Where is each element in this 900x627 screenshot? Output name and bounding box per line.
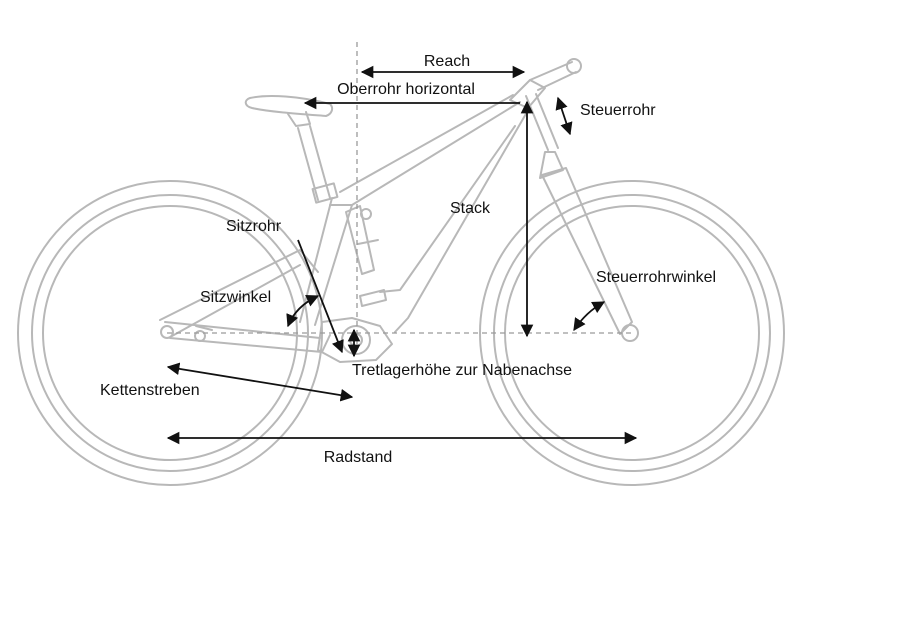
- label-reach: Reach: [424, 53, 470, 70]
- label-wheelbase: Radstand: [324, 449, 393, 466]
- labels: Reach Oberrohr horizontal Steuerrohr Sta…: [100, 53, 716, 466]
- label-head-angle: Steuerrohrwinkel: [596, 269, 716, 286]
- front-wheel: [479, 180, 785, 486]
- rear-triangle: [159, 249, 331, 353]
- dimension-arrows: [166, 65, 638, 445]
- label-chainstay: Kettenstreben: [100, 382, 200, 399]
- label-bb-drop: Tretlagerhöhe zur Nabenachse: [352, 362, 572, 379]
- frame: [297, 94, 528, 363]
- seat-angle-arc: [286, 294, 320, 328]
- head-tube-arrow: [555, 96, 573, 136]
- front-fork: [525, 93, 639, 342]
- label-stack: Stack: [450, 200, 491, 217]
- label-head-tube: Steuerrohr: [580, 102, 656, 119]
- label-seat-angle: Sitzwinkel: [200, 289, 271, 306]
- label-seat-tube: Sitzrohr: [226, 218, 282, 235]
- saddle: [244, 95, 334, 127]
- label-top-tube: Oberrohr horizontal: [337, 81, 475, 98]
- head-angle-arc: [573, 301, 606, 332]
- chainstay-arrow: [166, 362, 354, 402]
- guide-lines: [167, 42, 632, 350]
- cockpit: [509, 58, 582, 109]
- seat-tube-arrow: [297, 239, 344, 354]
